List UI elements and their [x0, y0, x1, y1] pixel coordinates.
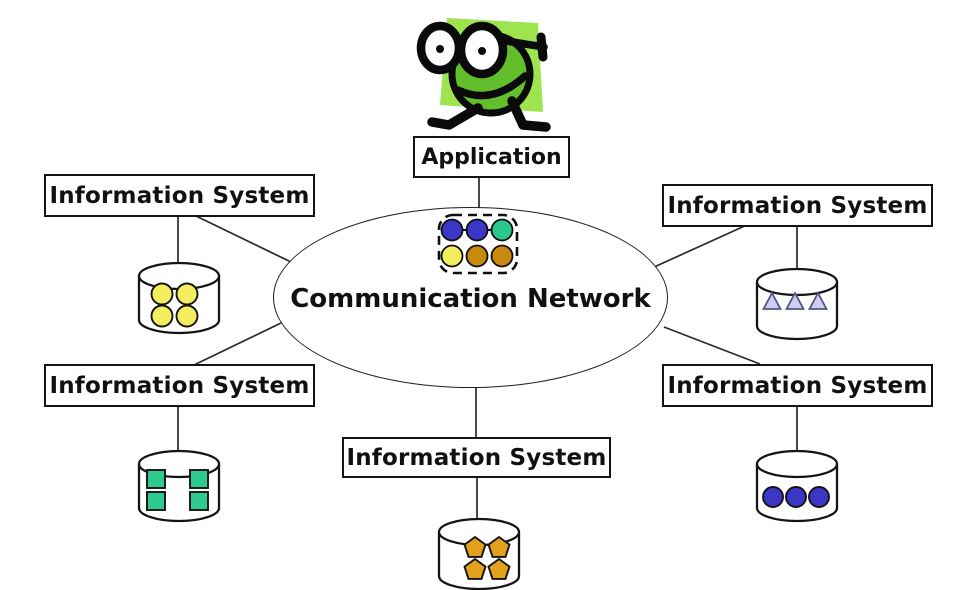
yellow-circle — [150, 304, 174, 328]
yellow-circle — [175, 282, 199, 306]
mascot-left-pupil — [436, 45, 444, 53]
information-system-node-bottom-left: Information System — [44, 364, 315, 407]
database-icon-top-left — [137, 261, 221, 335]
lavender-triangle — [785, 291, 805, 310]
mascot-right-pupil — [478, 47, 486, 55]
packet-circle-blue-2 — [465, 218, 489, 242]
orange-pentagon — [463, 535, 487, 558]
link-network-top-left — [195, 215, 294, 264]
cylinder-top — [755, 267, 839, 297]
database-icon-bottom-center — [437, 517, 521, 590]
lavender-triangle — [762, 291, 782, 310]
link-network-top-right — [651, 223, 750, 269]
database-icon-bottom-right — [755, 449, 839, 523]
blue-circle — [808, 486, 830, 508]
lavender-triangle — [808, 291, 828, 310]
mascot-left-leg — [427, 103, 483, 130]
link-network-bottom-left — [193, 322, 282, 366]
blue-circle — [785, 486, 807, 508]
packet-circle-blue-1 — [440, 218, 464, 242]
application-node: Application — [413, 136, 570, 178]
mascot-glasses-temple — [496, 36, 548, 51]
database-icon-bottom-left — [137, 449, 221, 523]
information-system-label: Information System — [49, 182, 310, 209]
information-system-label: Information System — [49, 372, 310, 399]
packet-circle-gold-1 — [465, 244, 489, 268]
information-system-label: Information System — [346, 444, 607, 471]
packet-circle-teal — [490, 218, 514, 242]
orange-pentagon — [487, 535, 511, 558]
cylinder-top — [137, 261, 221, 291]
information-system-node-top-right: Information System — [662, 184, 933, 227]
blue-circle — [762, 486, 784, 508]
data-packets-icon — [437, 213, 519, 275]
application-mascot-icon — [416, 18, 551, 132]
yellow-circle — [150, 282, 174, 306]
information-system-label: Information System — [667, 372, 928, 399]
information-system-node-top-left: Information System — [44, 174, 315, 217]
orange-pentagon — [463, 557, 487, 580]
yellow-circle — [175, 304, 199, 328]
green-square — [146, 469, 166, 489]
green-square — [189, 469, 209, 489]
packet-circle-yellow — [440, 244, 464, 268]
packet-circle-gold-2 — [490, 244, 514, 268]
green-square — [189, 491, 209, 511]
communication-network-label: Communication Network — [290, 284, 651, 314]
application-label: Application — [421, 144, 562, 170]
orange-pentagon — [487, 557, 511, 580]
link-network-bottom-right — [663, 326, 761, 365]
green-square — [146, 491, 166, 511]
information-system-node-bottom-center: Information System — [342, 437, 611, 478]
information-system-node-bottom-right: Information System — [662, 364, 933, 407]
information-system-label: Information System — [667, 192, 928, 219]
mascot-smile — [454, 72, 529, 100]
database-icon-top-right — [755, 267, 839, 341]
mascot-right-leg — [507, 96, 551, 132]
mascot-glasses-tip — [536, 32, 548, 62]
cylinder-top — [755, 449, 839, 479]
